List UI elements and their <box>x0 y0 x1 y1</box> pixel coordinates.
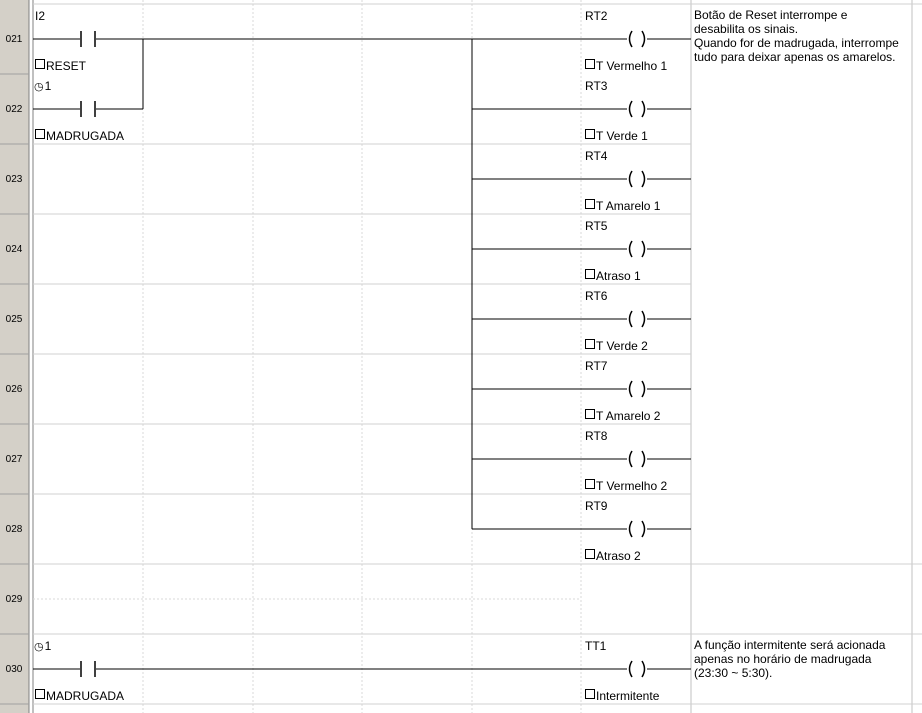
variable-box-icon <box>585 479 595 489</box>
rung-number[interactable]: 022 <box>5 104 23 115</box>
coil-rt7[interactable] <box>628 380 646 398</box>
coil-tag: T Vermelho 1 <box>585 59 667 73</box>
coil-tag: T Vermelho 2 <box>585 479 667 493</box>
contact-tag: MADRUGADA <box>35 129 124 143</box>
clock-icon: ◷ <box>34 641 44 653</box>
variable-box-icon <box>585 129 595 139</box>
rung-number[interactable]: 027 <box>5 454 23 465</box>
coils <box>628 30 646 678</box>
coil-rt2[interactable] <box>628 30 646 48</box>
clock-icon: ◷ <box>34 81 44 93</box>
contact-address: I2 <box>35 9 46 23</box>
rung-number-column <box>0 0 29 713</box>
coil-tt1[interactable] <box>628 660 646 678</box>
rung-number[interactable]: 026 <box>5 384 23 395</box>
coil-tag: T Verde 1 <box>585 129 648 143</box>
coil-tag: Atraso 1 <box>585 269 641 283</box>
coil-rt8[interactable] <box>628 450 646 468</box>
rung-number[interactable]: 029 <box>5 594 23 605</box>
contact-tag: RESET <box>35 59 86 73</box>
coil-address: RT2 <box>585 9 608 23</box>
rung-number[interactable]: 030 <box>5 664 23 675</box>
wires <box>33 38 691 670</box>
comment-line: apenas no horário de madrugada <box>694 652 872 666</box>
coil-tag: T Amarelo 2 <box>585 409 660 423</box>
rung-number[interactable]: 025 <box>5 314 23 325</box>
contact-clock-022[interactable] <box>80 101 96 117</box>
coil-tag: T Verde 2 <box>585 339 648 353</box>
variable-box-icon <box>585 549 595 559</box>
rung-number[interactable]: 021 <box>5 34 23 45</box>
comment-line: tudo para deixar apenas os amarelos. <box>694 50 896 64</box>
rung-comment[interactable]: Botão de Reset interrompe e desabilita o… <box>694 8 916 64</box>
comment-line: (23:30 ~ 5:30). <box>694 666 773 680</box>
coil-rt5[interactable] <box>628 240 646 258</box>
variable-box-icon <box>585 689 595 699</box>
coil-rt4[interactable] <box>628 170 646 188</box>
comment-line: A função intermitente será acionada <box>694 638 886 652</box>
coil-address: RT5 <box>585 219 608 233</box>
contacts <box>80 31 96 677</box>
comment-line: Quando for de madrugada, interrompe <box>694 36 899 50</box>
coil-tag: T Amarelo 1 <box>585 199 660 213</box>
comment-line: Botão de Reset interrompe e <box>694 8 848 22</box>
rung-number[interactable]: 024 <box>5 244 23 255</box>
comment-line: desabilita os sinais. <box>694 22 799 36</box>
variable-box-icon <box>585 339 595 349</box>
rung-separators <box>33 3 922 705</box>
contact-tag: MADRUGADA <box>35 689 124 703</box>
coil-address: RT9 <box>585 499 608 513</box>
variable-box-icon <box>35 59 45 69</box>
coil-tag: Atraso 2 <box>585 549 641 563</box>
coil-tag: Intermitente <box>585 689 659 703</box>
coil-address: RT4 <box>585 149 608 163</box>
variable-box-icon <box>35 689 45 699</box>
contact-i2[interactable] <box>80 31 96 47</box>
contact-address: ◷1 <box>34 79 52 93</box>
coil-rt6[interactable] <box>628 310 646 328</box>
grid <box>142 0 582 713</box>
variable-box-icon <box>585 59 595 69</box>
variable-box-icon <box>35 129 45 139</box>
variable-box-icon <box>585 269 595 279</box>
coil-address: RT6 <box>585 289 608 303</box>
coil-rt9[interactable] <box>628 520 646 538</box>
rung-number[interactable]: 028 <box>5 524 23 535</box>
coil-address: RT3 <box>585 79 608 93</box>
contact-address: ◷1 <box>34 639 52 653</box>
rung-comment[interactable]: A função intermitente será acionada apen… <box>694 638 916 680</box>
coil-rt3[interactable] <box>628 100 646 118</box>
coil-address: RT8 <box>585 429 608 443</box>
coil-address: RT7 <box>585 359 608 373</box>
contact-clock-030[interactable] <box>80 661 96 677</box>
variable-box-icon <box>585 409 595 419</box>
rung-number[interactable]: 023 <box>5 174 23 185</box>
coil-address: TT1 <box>585 639 607 653</box>
variable-box-icon <box>585 199 595 209</box>
